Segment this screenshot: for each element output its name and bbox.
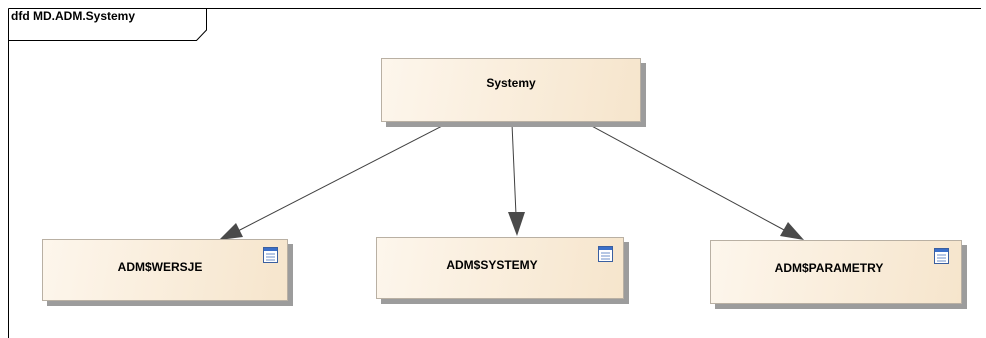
node-label: Systemy bbox=[486, 76, 536, 90]
edge-arrowhead-wersje bbox=[219, 223, 243, 240]
edge-arrowhead-systemy bbox=[508, 212, 525, 236]
node-label: ADM$WERSJE bbox=[117, 260, 203, 274]
node-adm-parametry[interactable]: ADM$PARAMETRY bbox=[710, 240, 962, 304]
node-label: ADM$PARAMETRY bbox=[774, 261, 884, 275]
diagram-title: dfd MD.ADM.Systemy bbox=[11, 9, 136, 23]
node-systemy[interactable]: Systemy bbox=[381, 58, 641, 122]
table-icon bbox=[598, 246, 613, 262]
node-adm-wersje[interactable]: ADM$WERSJE bbox=[42, 239, 288, 301]
node-adm-systemy[interactable]: ADM$SYSTEMY bbox=[376, 237, 624, 299]
edge-systemy-to-systemy[interactable] bbox=[511, 123, 517, 216]
table-icon bbox=[263, 247, 278, 263]
edge-arrowhead-parametry bbox=[780, 222, 804, 240]
table-icon bbox=[934, 248, 949, 264]
edge-systemy-to-parametry[interactable] bbox=[587, 123, 787, 232]
edge-systemy-to-wersje[interactable] bbox=[235, 123, 447, 233]
node-label: ADM$SYSTEMY bbox=[446, 258, 538, 272]
